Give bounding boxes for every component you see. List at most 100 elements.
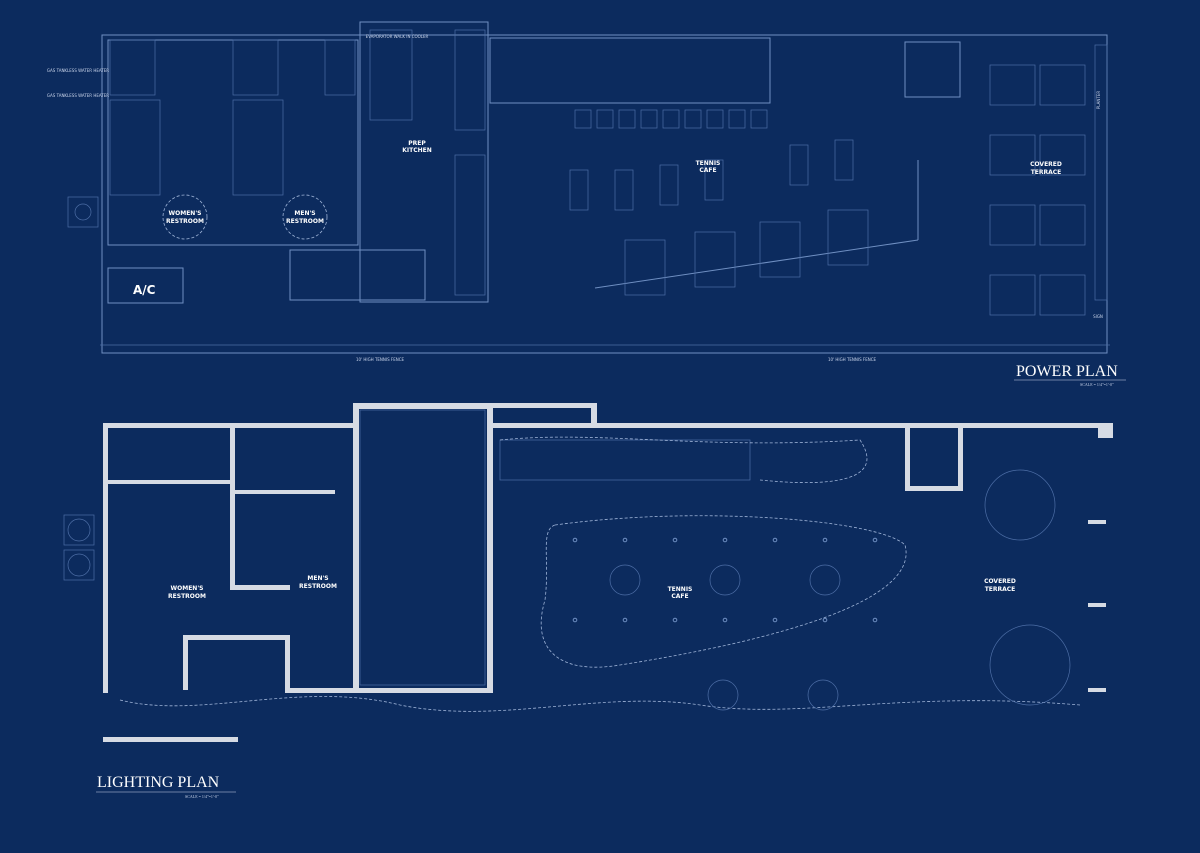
terrace-kiosk — [904, 41, 961, 98]
ac-label: A/C — [133, 283, 156, 297]
table — [989, 64, 1036, 106]
storage-room — [289, 249, 426, 301]
light-fixture — [772, 537, 778, 543]
light-fixture — [572, 617, 578, 623]
power-plan-title: POWER PLAN — [1016, 363, 1118, 380]
table — [694, 231, 736, 288]
perimeter-circuit — [119, 696, 1081, 712]
mens-restroom-label: MEN'S — [294, 210, 315, 217]
table — [759, 221, 801, 278]
light-fixture — [772, 617, 778, 623]
lp-tennis-cafe-label-2: CAFE — [671, 593, 688, 600]
table — [989, 134, 1036, 176]
power-plan-scale: SCALE = 1/4"=1'-0" — [1080, 382, 1114, 387]
cafe-curved-wall — [594, 239, 919, 289]
table — [750, 109, 768, 129]
lighting-plan-title: LIGHTING PLAN — [97, 774, 220, 791]
kitchen-line — [454, 154, 486, 296]
ac-room — [107, 267, 184, 304]
light-fixture — [572, 537, 578, 543]
fence-label-left: 10' HIGH TENNIS FENCE — [356, 357, 405, 362]
lp-covered-terrace-label-2: TERRACE — [985, 586, 1016, 593]
table — [574, 109, 592, 129]
table — [704, 159, 724, 201]
condenser-2 — [63, 549, 95, 581]
table — [706, 109, 724, 129]
tennis-cafe-label: TENNIS — [696, 160, 721, 167]
covered-terrace-label: COVERED — [1030, 161, 1062, 168]
lp-mens-restroom-label-2: RESTROOM — [299, 583, 337, 590]
light-fixture — [722, 537, 728, 543]
sign-label: SIGN — [1093, 314, 1103, 319]
table — [789, 144, 809, 186]
planter-label: PLANTER — [1096, 91, 1101, 109]
fence-label-right: 10' HIGH TENNIS FENCE — [828, 357, 877, 362]
fan-icon — [74, 203, 92, 221]
table — [684, 109, 702, 129]
table — [614, 169, 634, 211]
condenser-1 — [63, 514, 95, 546]
prep-kitchen-outline — [359, 21, 489, 303]
light-fixture — [822, 617, 828, 623]
tennis-cafe-label-2: CAFE — [699, 167, 716, 174]
light-fixture — [622, 617, 628, 623]
table — [1039, 134, 1086, 176]
planter-strip — [1094, 44, 1108, 301]
light-fixtures — [572, 537, 878, 623]
shower-2 — [232, 39, 279, 96]
light-fixture — [622, 537, 628, 543]
mens-restroom-label-2: RESTROOM — [286, 218, 324, 225]
lp-womens-restroom-label-2: RESTROOM — [168, 593, 206, 600]
table — [618, 109, 636, 129]
prep-kitchen-label: PREP — [408, 140, 426, 147]
table — [659, 164, 679, 206]
walk-in-cooler-note: EVAPORATOR WALK IN COOLER — [366, 34, 429, 39]
mens-room-tag — [282, 194, 328, 240]
cafe-lighting-circuit — [540, 515, 907, 668]
water-heater-note-1: GAS TANKLESS WATER HEATER — [47, 68, 109, 73]
walk-in-cooler — [369, 29, 413, 121]
prep-kitchen-label-2: KITCHEN — [402, 147, 432, 154]
ac-condenser — [67, 196, 99, 228]
womens-stalls — [109, 99, 161, 196]
light-fixture — [872, 537, 878, 543]
table — [1039, 274, 1086, 316]
shower-3 — [324, 39, 356, 96]
lighting-plan: WOMEN'S RESTROOM MEN'S RESTROOM TENNIS C… — [63, 403, 1113, 799]
womens-room-tag — [162, 194, 208, 240]
womens-restroom-label: WOMEN'S — [169, 210, 202, 217]
light-fixture — [822, 537, 828, 543]
womens-restroom-label-2: RESTROOM — [166, 218, 204, 225]
light-fixture — [872, 617, 878, 623]
mens-stalls — [232, 99, 284, 196]
terrace-fan-1 — [984, 469, 1056, 541]
bar-circuit — [499, 436, 868, 483]
light-fixture — [672, 617, 678, 623]
kitchen-grid — [359, 409, 486, 686]
lp-tennis-cafe-label: TENNIS — [668, 586, 693, 593]
table — [624, 239, 666, 296]
water-heater-note-2: GAS TANKLESS WATER HEATER — [47, 93, 109, 98]
table — [834, 139, 854, 181]
shower-1 — [109, 39, 156, 96]
table — [596, 109, 614, 129]
lp-mens-restroom-label: MEN'S — [307, 575, 328, 582]
table — [728, 109, 746, 129]
power-plan: GAS TANKLESS WATER HEATER GAS TANKLESS W… — [47, 21, 1126, 387]
table — [640, 109, 658, 129]
table — [827, 209, 869, 266]
walls — [103, 403, 1113, 742]
table — [1039, 64, 1086, 106]
table — [569, 169, 589, 211]
cafe-bar — [489, 37, 771, 104]
table — [1039, 204, 1086, 246]
light-fixture — [722, 617, 728, 623]
table — [989, 204, 1036, 246]
lighting-plan-scale: SCALE = 1/4"=1'-0" — [185, 794, 219, 799]
lp-womens-restroom-label: WOMEN'S — [171, 585, 204, 592]
covered-terrace-label-2: TERRACE — [1031, 169, 1062, 176]
cafe-tables — [569, 64, 1086, 316]
terrace-fan-2 — [989, 624, 1071, 706]
